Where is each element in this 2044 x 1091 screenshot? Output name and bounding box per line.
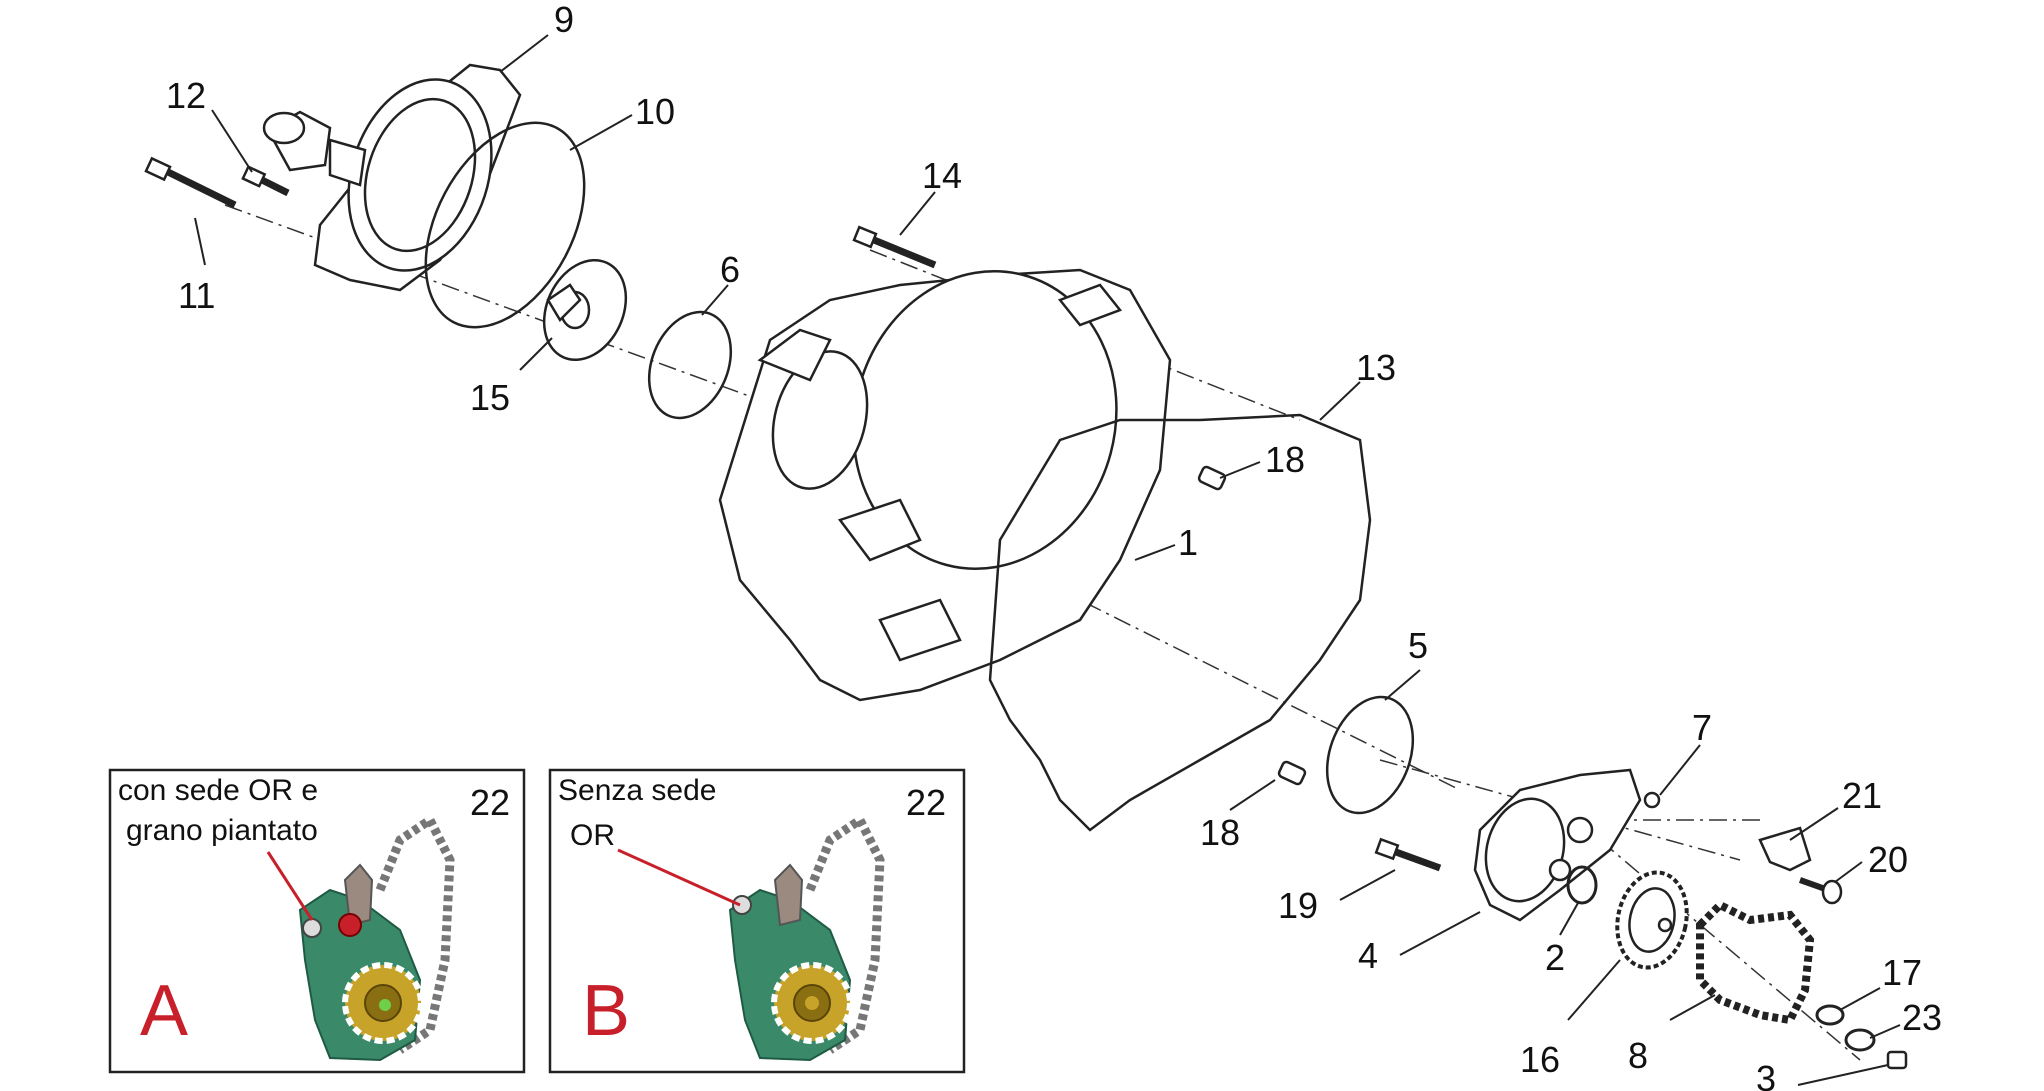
inset-a-chain <box>375 813 455 1054</box>
callout-4: 4 <box>1358 935 1378 976</box>
dowel-part-18 <box>1197 465 1227 491</box>
bolt-part-14 <box>852 225 937 269</box>
inset-a-gear-center <box>379 999 391 1011</box>
callout-10: 10 <box>635 91 675 132</box>
inset-b-plunger <box>773 863 804 927</box>
screw-part-20 <box>1798 877 1843 905</box>
dowel-part-18 <box>1277 760 1307 786</box>
inset-a-part-number: 22 <box>470 782 510 823</box>
o-ring-part-10 <box>424 121 586 329</box>
callout-8: 8 <box>1628 1035 1648 1076</box>
clutch-cover-part-1 <box>718 268 1172 702</box>
oil-pump-part-4 <box>1473 768 1642 922</box>
inset-a: con sede OR e grano piantato 22 A <box>108 768 526 1074</box>
inset-b-line1: Senza sede <box>558 774 716 807</box>
bolt-part-19 <box>1374 837 1442 872</box>
inset-b-line2: OR <box>570 819 615 852</box>
callout-18-top: 18 <box>1265 439 1305 480</box>
callout-20: 20 <box>1868 839 1908 880</box>
o-ring-part-5 <box>1325 695 1415 815</box>
leader-lines <box>194 34 1901 1086</box>
o-ring-part-6 <box>647 310 733 420</box>
callout-17: 17 <box>1882 952 1922 993</box>
chain-part-8 <box>1696 900 1815 1025</box>
washer-part-23 <box>1844 1028 1876 1052</box>
inset-b: Senza sede OR 22 B <box>548 768 966 1074</box>
gasket-part-13 <box>988 413 1372 832</box>
inset-a-arrow <box>266 851 314 921</box>
inset-b-gear-center <box>805 996 819 1010</box>
inset-a-line1: con sede OR e <box>118 774 318 807</box>
callout-14: 14 <box>922 155 962 196</box>
callout-1: 1 <box>1178 522 1198 563</box>
inset-b-arrow <box>617 848 741 907</box>
nut-part-3 <box>1886 1050 1908 1070</box>
callout-11: 11 <box>178 275 215 316</box>
callout-3: 3 <box>1756 1058 1776 1091</box>
inset-a-letter: A <box>140 971 188 1051</box>
callout-16: 16 <box>1520 1039 1560 1080</box>
bolt-part-12 <box>241 165 290 197</box>
pump-cover-part-9 <box>262 63 522 292</box>
inset-b-plug-seat <box>732 895 752 915</box>
callout-21: 21 <box>1842 775 1882 816</box>
callout-12: 12 <box>166 75 206 116</box>
inset-a-red-plug <box>338 913 362 937</box>
inset-b-letter: B <box>582 971 630 1051</box>
chain-guide-part-21 <box>1758 826 1812 872</box>
sprocket-part-16 <box>1615 870 1689 970</box>
inset-b-part-number: 22 <box>906 782 946 823</box>
bolt-part-11 <box>144 156 237 209</box>
callout-23: 23 <box>1902 997 1942 1038</box>
callout-numbers: 9 12 10 11 14 6 15 13 18 1 5 18 7 21 20 … <box>166 0 1942 1091</box>
inset-b-chain <box>805 813 885 1054</box>
callout-5: 5 <box>1408 625 1428 666</box>
inset-a-plug-seat <box>302 918 322 938</box>
callout-15: 15 <box>470 377 510 418</box>
callout-13: 13 <box>1356 347 1396 388</box>
washer-part-17 <box>1815 1004 1845 1026</box>
plug-part-7 <box>1643 791 1661 809</box>
callout-7: 7 <box>1692 707 1712 748</box>
callout-19: 19 <box>1278 885 1318 926</box>
impeller-part-15 <box>542 258 628 362</box>
callout-2: 2 <box>1545 937 1565 978</box>
inset-a-line2: grano piantato <box>126 814 318 847</box>
callout-9: 9 <box>554 0 574 40</box>
callout-6: 6 <box>720 249 740 290</box>
washer-part-2 <box>1566 865 1598 905</box>
callout-18-bottom: 18 <box>1200 812 1240 853</box>
